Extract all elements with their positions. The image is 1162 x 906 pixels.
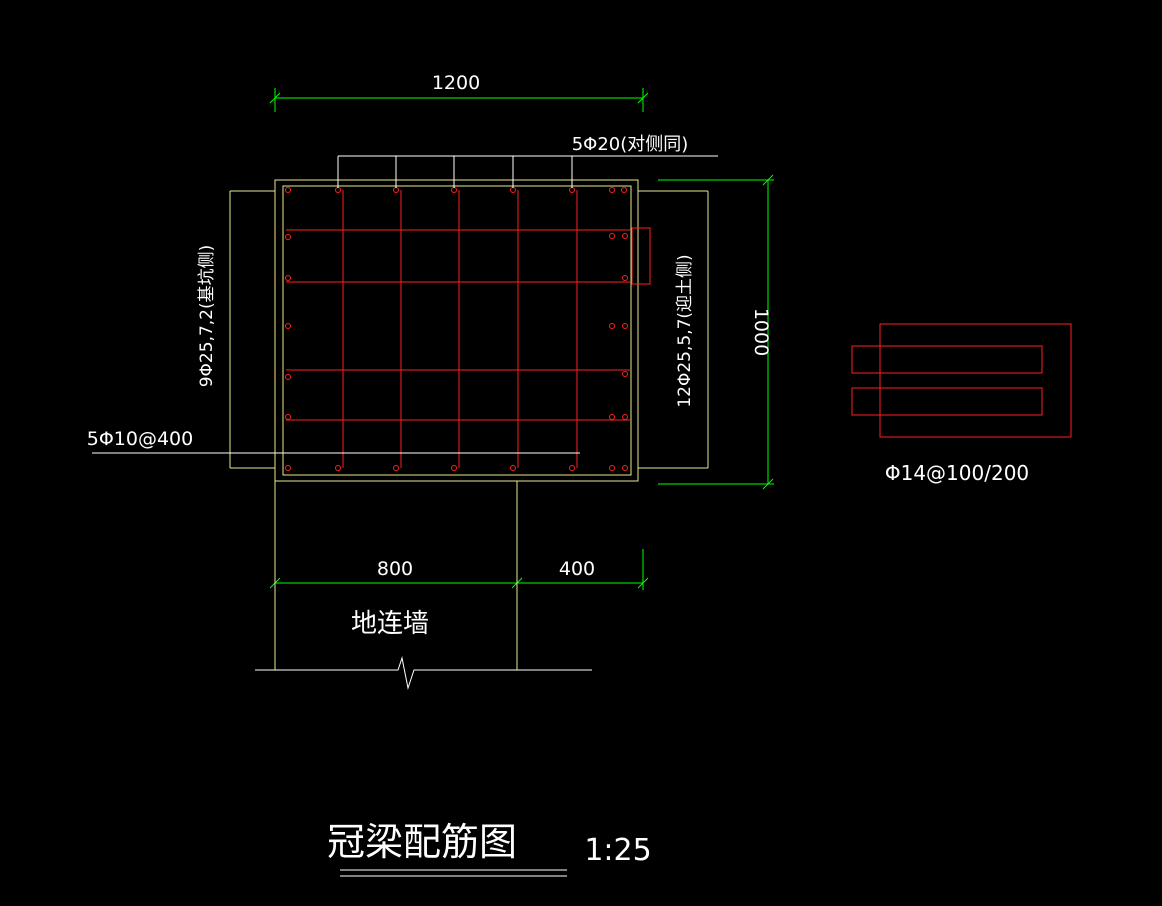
dimension-right-label: 1000 xyxy=(750,308,772,356)
rebar-cage xyxy=(286,190,1072,468)
top-rebar-label: 5Φ20(对侧同) xyxy=(572,134,689,155)
stirrup-label: 5Φ10@400 xyxy=(87,428,194,450)
top-rebar-leader xyxy=(337,155,718,188)
dimension-top-label: 1200 xyxy=(432,72,480,94)
beam-outline xyxy=(229,179,709,482)
left-rebar-label: 9Φ25,7,2(基坑侧) xyxy=(197,245,217,388)
dimension-bottom-left-label: 800 xyxy=(377,558,413,580)
right-rebar-label: 12Φ25,5,7(迎土侧) xyxy=(675,254,695,407)
diaphragm-wall xyxy=(255,481,592,690)
dimension-top xyxy=(269,88,649,112)
drawing-scale: 1:25 xyxy=(584,833,651,868)
detail-label: Φ14@100/200 xyxy=(885,461,1029,485)
dimension-bottom-right-label: 400 xyxy=(559,558,595,580)
wall-label: 地连墙 xyxy=(351,609,429,639)
drawing-title: 冠梁配筋图 xyxy=(327,820,517,864)
dimension-right xyxy=(658,174,774,490)
